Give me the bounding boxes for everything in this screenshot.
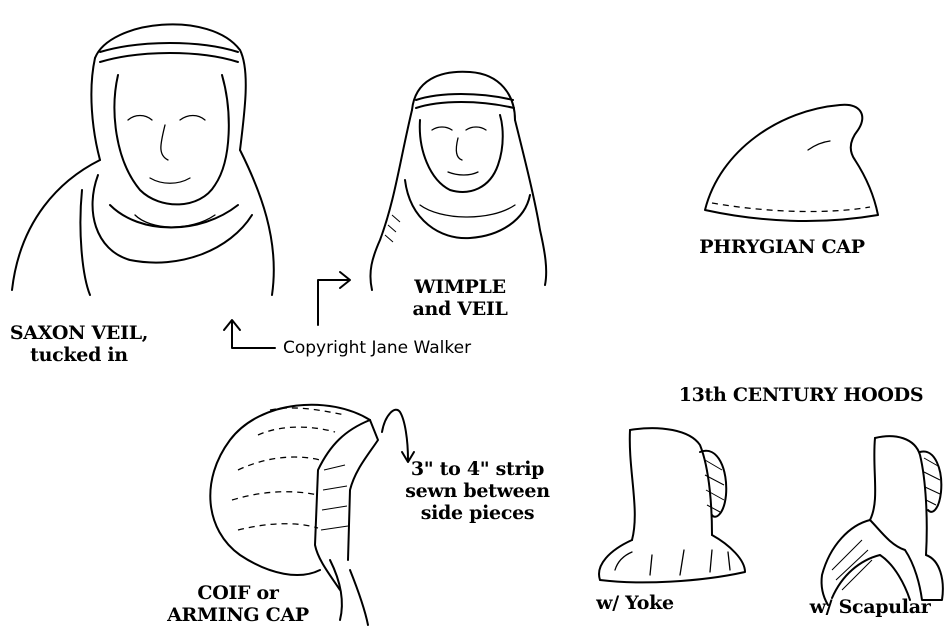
- saxon-veil-label: SAXON VEIL, tucked in: [4, 322, 154, 366]
- coif-label: COIF or ARMING CAP: [148, 582, 328, 626]
- scapular-label: w/ Scapular: [796, 596, 944, 618]
- phrygian-cap-label: PHRYGIAN CAP: [672, 236, 892, 258]
- yoke-label: w/ Yoke: [580, 592, 690, 614]
- wimple-veil-label: WIMPLE and VEIL: [405, 276, 515, 320]
- phrygian-cap-drawing: [705, 105, 878, 221]
- copyright-text: Copyright Jane Walker: [283, 338, 471, 358]
- hood-yoke-drawing: [599, 428, 745, 582]
- saxon-veil-drawing: [12, 24, 274, 295]
- saxon-veil-line-1: SAXON VEIL,: [4, 322, 154, 344]
- coif-line-1: COIF or: [148, 582, 328, 604]
- wimple-veil-line-2: and VEIL: [405, 298, 515, 320]
- strip-note-line-3: side pieces: [405, 502, 550, 524]
- strip-note-line-1: 3" to 4" strip: [405, 458, 550, 480]
- wimple-veil-drawing: [370, 72, 546, 290]
- strip-note-line-2: sewn between: [405, 480, 550, 502]
- hood-scapular-drawing: [822, 436, 943, 605]
- wimple-veil-line-1: WIMPLE: [405, 276, 515, 298]
- coif-line-2: ARMING CAP: [148, 604, 328, 626]
- strip-note: 3" to 4" strip sewn between side pieces: [405, 458, 550, 524]
- copyright-arrows: [224, 272, 350, 348]
- saxon-veil-line-2: tucked in: [4, 344, 154, 366]
- hoods-title: 13th CENTURY HOODS: [660, 384, 942, 406]
